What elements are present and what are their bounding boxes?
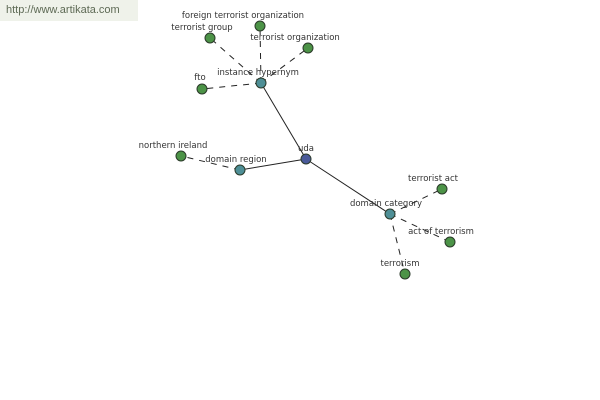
node-label-act-of-terrorism[interactable]: act of terrorism — [408, 227, 474, 237]
node-terrorist-group[interactable] — [204, 32, 216, 44]
edge-domain-region-to-northern-ireland — [180, 155, 241, 171]
edges-layer — [180, 25, 451, 275]
node-foreign-terrorist-organization[interactable] — [254, 20, 266, 32]
node-label-terrorist-act[interactable]: terrorist act — [408, 174, 459, 184]
node-label-northern-ireland[interactable]: northern ireland — [139, 141, 208, 151]
node-act-of-terrorism[interactable] — [444, 236, 456, 248]
node-label-terrorist-group[interactable]: terrorist group — [171, 23, 232, 33]
labels-layer: uda instance hypernym domain region domain … — [139, 11, 474, 269]
edge-instance-hypernym-to-fto — [201, 82, 262, 90]
edge-instance-hypernym-to-foreign-terrorist-organization — [259, 25, 262, 84]
edge-uda-to-domain-region — [239, 158, 307, 171]
node-label-domain-region[interactable]: domain region — [205, 155, 266, 165]
node-terrorist-organization[interactable] — [302, 42, 314, 54]
node-label-uda[interactable]: uda — [298, 144, 314, 154]
edge-uda-to-domain-category — [305, 158, 391, 215]
site-watermark: http://www.artikata.com — [0, 0, 138, 21]
node-label-terrorist-organization[interactable]: terrorist organization — [250, 33, 340, 43]
node-terrorism[interactable] — [399, 268, 411, 280]
node-domain-region[interactable] — [234, 164, 246, 176]
node-instance-hypernym[interactable] — [255, 77, 267, 89]
node-fto[interactable] — [196, 83, 208, 95]
node-domain-category[interactable] — [384, 208, 396, 220]
node-uda[interactable] — [300, 153, 312, 165]
node-label-fto[interactable]: fto — [194, 73, 205, 83]
node-northern-ireland[interactable] — [175, 150, 187, 162]
node-label-instance-hypernym[interactable]: instance hypernym — [217, 68, 299, 78]
node-label-domain-category[interactable]: domain category — [350, 199, 422, 209]
edge-domain-category-to-terrorism — [389, 213, 406, 275]
edge-uda-to-instance-hypernym — [260, 82, 307, 160]
edge-domain-category-to-terrorist-act — [389, 188, 443, 215]
node-label-foreign-terrorist-organization[interactable]: foreign terrorist organization — [182, 11, 304, 21]
edge-instance-hypernym-to-terrorist-organization — [260, 47, 309, 84]
nodes-layer — [175, 20, 456, 280]
node-terrorist-act[interactable] — [436, 183, 448, 195]
node-label-terrorism[interactable]: terrorism — [381, 259, 420, 269]
